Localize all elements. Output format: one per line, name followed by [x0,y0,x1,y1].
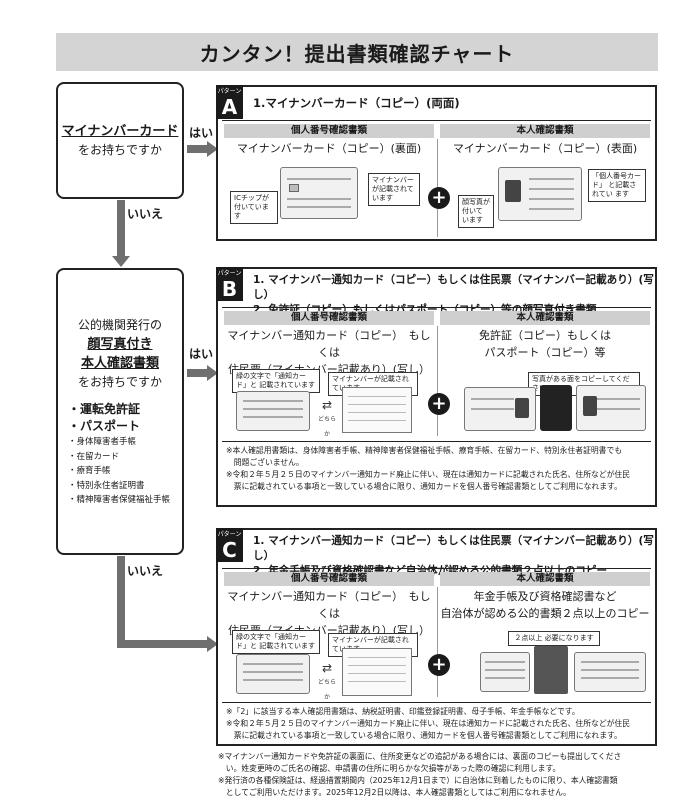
panel-a-col2-doc: マイナンバーカード（コピー）(表面) [452,142,638,155]
list-item-passport: ・パスポート [68,419,141,433]
panel-a-col1-doc: マイナンバーカード（コピー）(裏面) [236,142,422,155]
no-label-2: いいえ [127,564,164,578]
pattern-badge-a: パターン A [216,85,243,119]
question-mynumber-card-line1: マイナンバーカード [61,124,179,139]
page-title: カンタン！提出書類確認チャート [56,33,658,71]
resident-record-image [342,648,412,696]
resident-record-image [342,387,412,433]
notification-card-image [236,391,310,431]
plus-icon: + [428,393,450,415]
panel-a-col1-head: 個人番号確認書類 [224,124,434,138]
no-label-1: いいえ [127,207,164,221]
panel-b: パターン B 1. マイナンバー通知カード（コピー）もしくは住民票（マイナンバー… [216,267,657,507]
panel-c-col2-head: 本人確認書類 [440,572,650,586]
callout-green-text: 緑の文字で「通知カード」と 記載されています [232,630,320,654]
list-item-residence: ・在留カード [68,451,120,462]
panel-b-col1-head: 個人番号確認書類 [224,311,434,325]
list-item-license: ・運転免許証 [68,402,141,416]
panel-b-notes: ※本人確認用書類は、身体障害者手帳、精神障害者保健福祉手帳、療育手帳、在留カード… [226,446,631,491]
panel-a-col2-head: 本人確認書類 [440,124,650,138]
footer-notes: ※マイナンバー通知カードや免許証の裏面に、住所変更などの追記がある場合には、裏面… [218,752,622,797]
callout-green-text: 緑の文字で「通知カード」と 記載されています [232,369,320,393]
question-mynumber-card-line2: をお持ちですか [77,143,162,157]
question-photo-id-line1: 公的機関発行の [77,318,162,332]
photo-id-list: ・運転免許証 ・パスポート ・身体障害者手帳 ・在留カード ・療育手帳 ・特別永… [68,401,170,508]
list-item-mental: ・精神障害者保健福祉手帳 [68,495,171,505]
license-image [464,387,536,431]
official-doc-image-1 [480,652,530,692]
pattern-badge-b: パターン B [216,267,243,301]
arrow-to-a [187,141,218,157]
panel-c-col1-head: 個人番号確認書類 [224,572,434,586]
pension-book-image [534,646,568,694]
plus-icon: + [428,187,450,209]
arrow-to-c [117,556,125,644]
callout-two-or-more: ２点以上 必要になります [508,631,600,646]
mynumber-card-front-image [498,167,582,221]
plus-icon: + [428,654,450,676]
question-mynumber-card: マイナンバーカード をお持ちですか [56,82,184,199]
callout-kojin-card: 「個人番号カード」 と記載されてい ます [588,169,646,202]
question-photo-id-line2: 顔写真付き [87,337,153,352]
panel-a: パターン A 1.マイナンバーカード（コピー）(両面) 個人番号確認書類 本人確… [216,85,657,241]
list-item-disability: ・身体障害者手帳 [68,437,137,447]
callout-ic-chip: ICチップが 付いています [230,191,278,224]
panel-b-col2-head: 本人確認書類 [440,311,650,325]
official-doc-image-2 [574,652,646,692]
yes-label-a: はい [189,126,214,140]
yes-label-b: はい [189,347,214,361]
either-arrows: ⇄どちらか [317,661,336,701]
question-photo-id-line4: をお持ちですか [77,375,162,389]
panel-b-col2-doc: 免許証（コピー）もしくはパスポート（コピー）等 [479,329,611,359]
panel-c-col2-doc: 年金手帳及び資格確認書など自治体が認める公的書類２点以上のコピー [440,590,650,620]
either-arrows: ⇄どちらか [317,398,336,438]
callout-mynumber: マイナンバー が記載されて います [368,173,420,206]
panel-c-notes: ※「2」に該当する本人確認用書類は、納税証明書、印鑑登録証明書、母子手帳、年金手… [226,707,631,740]
panel-a-title: 1.マイナンバーカード（コピー）(両面) [253,96,460,110]
passport-cover-image [540,385,572,431]
callout-face-photo: 顔写真が 付いて います [458,195,494,228]
notification-card-image [236,654,310,694]
arrow-down-1 [112,200,130,268]
question-photo-id: 公的機関発行の 顔写真付き 本人確認書類 をお持ちですか [56,268,184,555]
question-photo-id-line3: 本人確認書類 [80,356,159,371]
arrow-to-b [187,365,218,381]
passport-page-image [576,385,646,431]
list-item-special-resident: ・特別永住者証明書 [68,480,145,491]
panel-c: パターン C 1. マイナンバー通知カード（コピー）もしくは住民票（マイナンバー… [216,528,657,746]
pattern-badge-c: パターン C [216,528,243,562]
list-item-ryoiku: ・療育手帳 [68,466,111,476]
arrow-to-c-head [117,636,218,652]
mynumber-card-back-image [280,167,358,219]
